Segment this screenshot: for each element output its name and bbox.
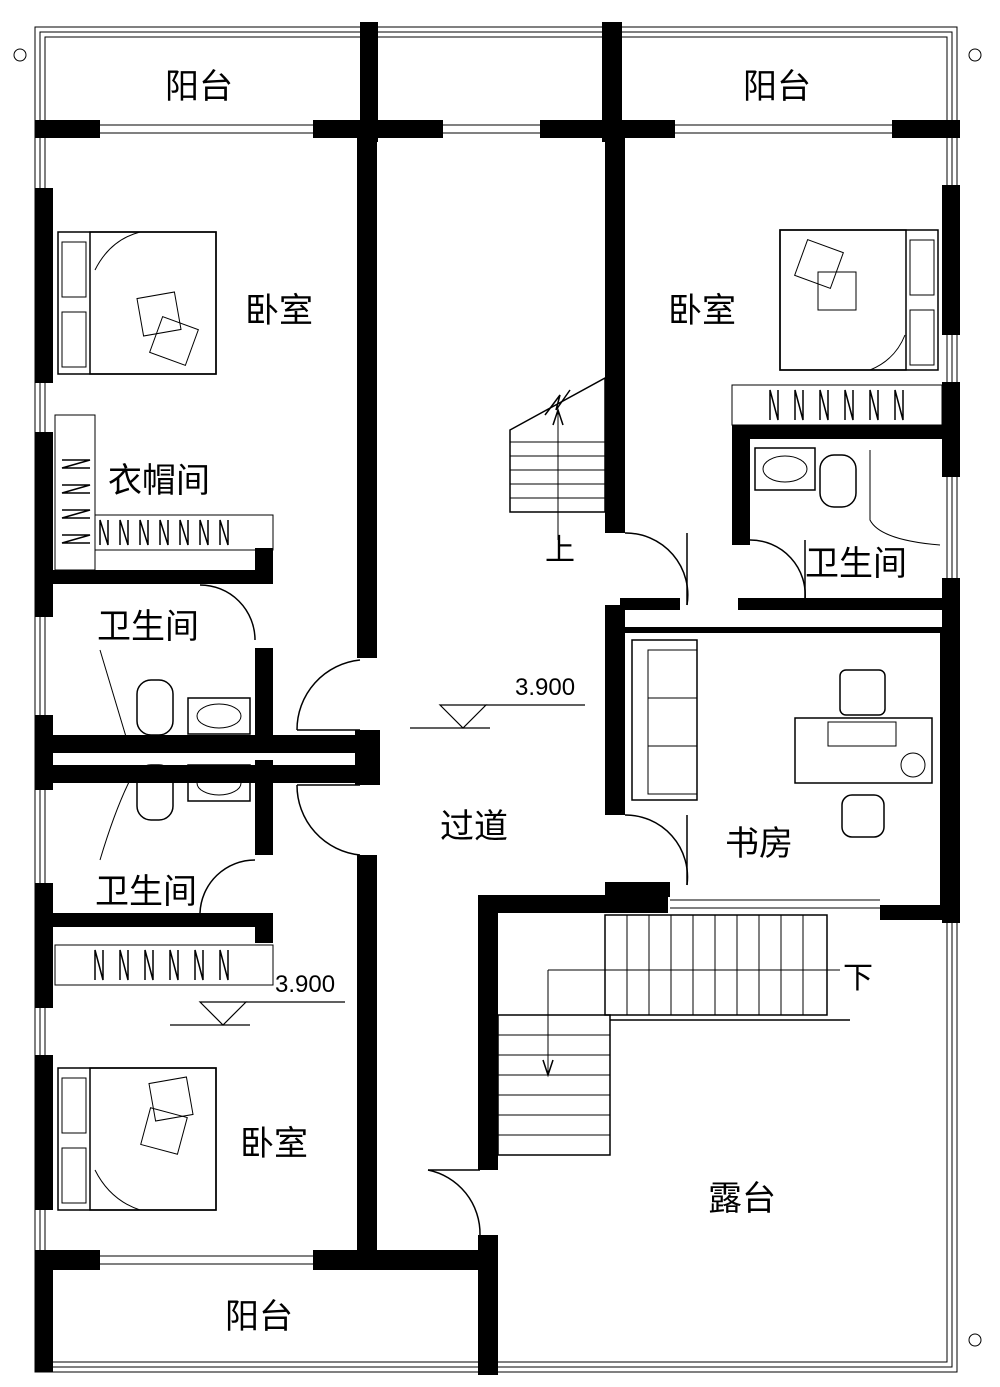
doors bbox=[199, 532, 806, 1236]
balcony-top-left-label: 阳台 bbox=[165, 67, 233, 107]
bed-top-right bbox=[779, 229, 939, 371]
wardrobes bbox=[54, 384, 943, 986]
study-label: 书房 bbox=[725, 824, 793, 864]
walls bbox=[35, 22, 960, 1375]
balcony-top-right-label: 阳台 bbox=[743, 67, 811, 107]
elevation-marker-bedroom bbox=[170, 1001, 345, 1026]
corridor-label: 过道 bbox=[440, 807, 508, 847]
stair-down-label: 下 bbox=[843, 961, 873, 996]
stair-up-label: 上 bbox=[545, 533, 575, 568]
bathroom-left-2-label: 卫生间 bbox=[95, 872, 197, 912]
bedroom-top-left-label: 卧室 bbox=[245, 291, 313, 331]
stair-down bbox=[497, 914, 850, 1156]
bathroom-left-1-label: 卫生间 bbox=[97, 607, 199, 647]
bedroom-top-right-label: 卧室 bbox=[668, 291, 736, 331]
bathroom-fixtures bbox=[99, 447, 941, 861]
walk-in-closet-label: 衣帽间 bbox=[108, 461, 210, 501]
outer-frame bbox=[13, 26, 982, 1373]
balcony-bottom-label: 阳台 bbox=[225, 1297, 293, 1337]
bedroom-bottom-label: 卧室 bbox=[240, 1124, 308, 1164]
elevation-label-corridor: 3.900 bbox=[515, 674, 575, 701]
terrace-label: 露台 bbox=[708, 1179, 776, 1219]
windows bbox=[100, 124, 892, 1265]
elevation-marker-corridor bbox=[410, 704, 585, 729]
bed-top-left bbox=[57, 231, 217, 375]
stair-up bbox=[509, 376, 606, 540]
bathroom-right-label: 卫生间 bbox=[805, 544, 907, 584]
bed-bottom bbox=[57, 1067, 217, 1211]
study-furniture bbox=[631, 639, 933, 838]
elevation-label-bedroom: 3.900 bbox=[275, 971, 335, 998]
